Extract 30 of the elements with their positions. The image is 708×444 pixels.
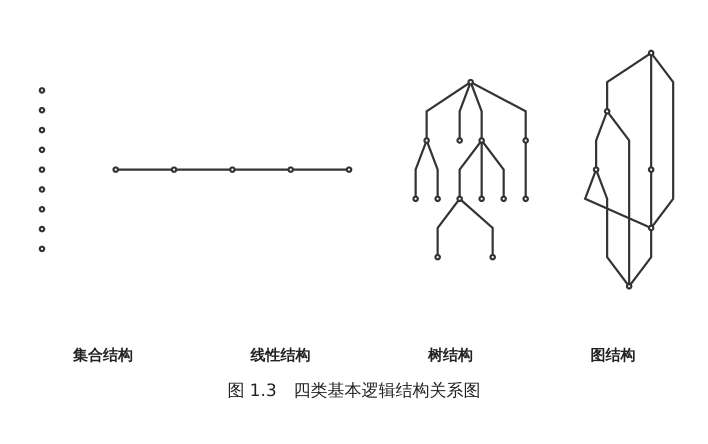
connector xyxy=(472,82,527,139)
connector xyxy=(606,54,650,110)
connector xyxy=(458,142,482,197)
panel-label: 集合结构 xyxy=(72,346,133,365)
connector xyxy=(426,82,470,139)
panel-label: 线性结构 xyxy=(250,346,310,365)
connector xyxy=(426,142,439,197)
connector xyxy=(652,54,674,228)
panel-label: 树结构 xyxy=(428,346,473,365)
figure-caption: 图 1.3 四类基本逻辑结构关系图 xyxy=(227,380,481,402)
connector xyxy=(584,172,650,228)
connector xyxy=(608,112,630,284)
connector xyxy=(630,230,652,286)
connector xyxy=(596,172,629,286)
connector xyxy=(650,56,652,168)
connector xyxy=(482,142,505,197)
connector xyxy=(414,142,427,197)
connector xyxy=(524,143,527,197)
connector xyxy=(436,200,460,256)
connector xyxy=(458,84,471,139)
connector xyxy=(234,168,289,172)
connector xyxy=(650,172,652,226)
connector xyxy=(118,168,172,172)
connector xyxy=(460,200,494,256)
panel-label: 图结构 xyxy=(590,346,636,365)
connector xyxy=(292,168,347,172)
connector xyxy=(176,168,230,172)
connector xyxy=(595,113,608,168)
connector xyxy=(470,84,483,139)
connector xyxy=(480,143,483,197)
